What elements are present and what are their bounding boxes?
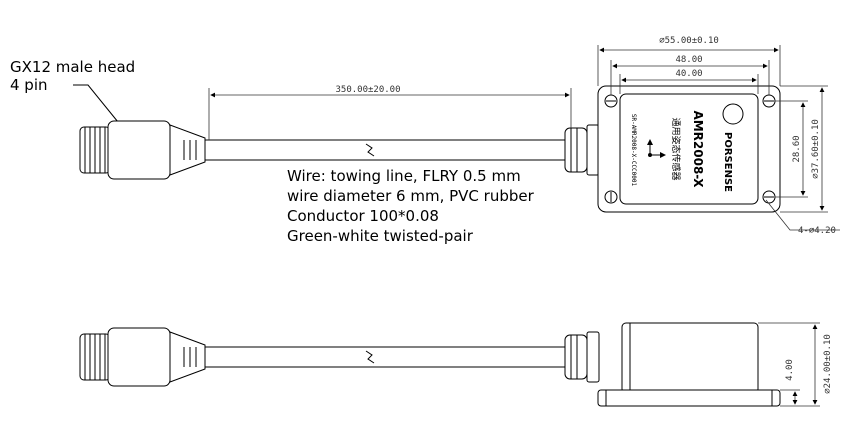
connector-leader-line bbox=[73, 84, 119, 123]
top-cable-gland bbox=[564, 124, 600, 176]
dimension-labels: 350.00±20.00 ⌀55.00±0.10 48.00 40.00 28.… bbox=[335, 36, 835, 394]
hole-spacing-x-label: 48.00 bbox=[675, 55, 702, 65]
wire-spec-note: Wire: towing line, FLRY 0.5 mm wire diam… bbox=[287, 166, 534, 246]
connector-label-line1: GX12 male head bbox=[10, 58, 136, 76]
sensor-body-top bbox=[597, 85, 781, 213]
sensor-brand: PORSENSE bbox=[722, 132, 733, 192]
sensor-serial: SR-AMR2008-X-CCC0001 bbox=[630, 114, 637, 187]
hole-spacing-y-label: 28.60 bbox=[792, 135, 802, 162]
dimension-lines-side bbox=[758, 322, 820, 407]
wire-note-line: wire diameter 6 mm, PVC rubber bbox=[287, 187, 534, 205]
sensor-label-text: SR-AMR2008-X-CCC0001 通用姿态传感器 AMR2008-X P… bbox=[630, 110, 733, 192]
connector-label: GX12 male head 4 pin bbox=[10, 58, 135, 94]
dimension-lines-top bbox=[208, 45, 840, 231]
sensor-model: AMR2008-X bbox=[691, 110, 705, 188]
wire-note-line: Conductor 100*0.08 bbox=[287, 207, 439, 225]
sensor-chinese-name: 通用姿态传感器 bbox=[670, 117, 682, 180]
total-thickness-label: ⌀24.00±0.10 bbox=[823, 334, 833, 394]
body-width-label: 40.00 bbox=[675, 69, 702, 79]
cable-length-label: 350.00±20.00 bbox=[335, 85, 400, 95]
wire-note-line: Wire: towing line, FLRY 0.5 mm bbox=[287, 167, 521, 185]
base-thickness-label: 4.00 bbox=[785, 359, 795, 381]
side-cable-gland bbox=[564, 331, 600, 383]
wire-note-line: Green-white twisted-pair bbox=[287, 227, 473, 245]
side-view bbox=[79, 322, 820, 407]
top-cable bbox=[205, 139, 565, 161]
sensor-body-side bbox=[597, 322, 781, 407]
overall-height-label: ⌀37.60±0.10 bbox=[811, 119, 821, 179]
holes-label: 4-⌀4.20 bbox=[798, 226, 836, 236]
side-cable bbox=[205, 346, 565, 368]
top-connector bbox=[79, 120, 206, 180]
side-connector bbox=[79, 327, 206, 387]
overall-width-label: ⌀55.00±0.10 bbox=[659, 36, 719, 46]
top-view bbox=[73, 45, 840, 231]
connector-label-line2: 4 pin bbox=[10, 76, 48, 94]
